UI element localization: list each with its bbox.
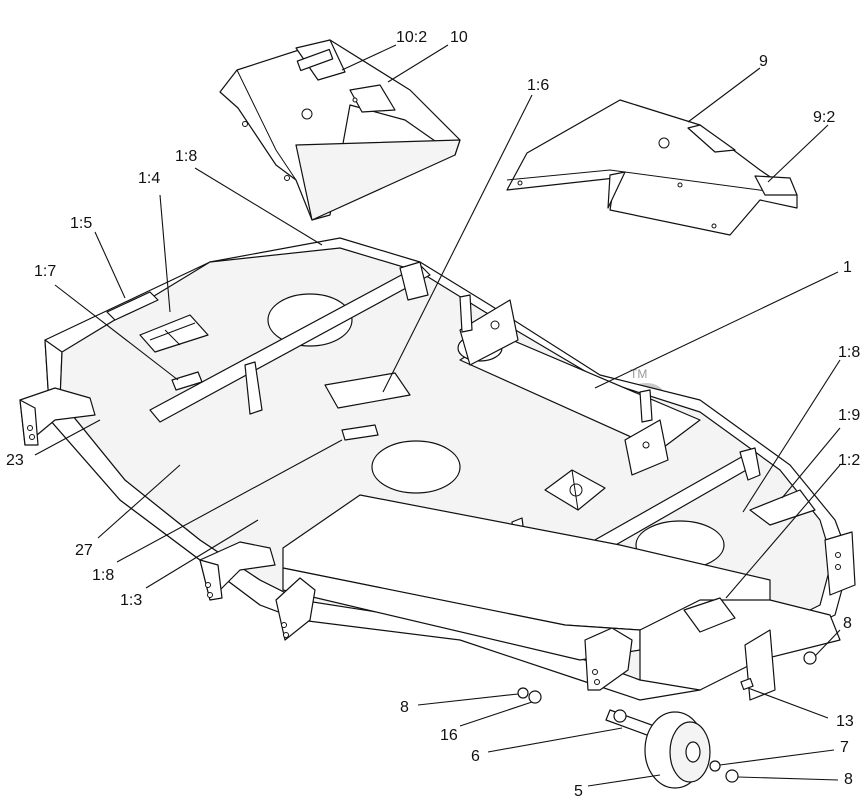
callout-1-8-left: 1:8	[92, 567, 114, 584]
callout-7: 7	[840, 739, 849, 756]
callout-1-4: 1:4	[138, 170, 160, 187]
callout-8-bottom: 8	[844, 771, 853, 788]
callout-1-8-right: 1:8	[838, 344, 860, 361]
deflector-plate-9	[506, 99, 798, 236]
callout-23: 23	[6, 452, 24, 469]
anti-scalp-bracket-front	[584, 627, 633, 691]
callout-16: 16	[440, 727, 458, 744]
nut-8	[517, 687, 529, 699]
callout-6: 6	[471, 748, 480, 765]
bolt-13	[740, 629, 817, 701]
washer-7	[709, 760, 721, 772]
callout-1-5: 1:5	[70, 215, 92, 232]
callout-9: 9	[759, 53, 768, 70]
side-bracket-right	[824, 531, 856, 596]
callout-labels: 10:2 10 1:6 9 9:2 1:8 1:4 1:5 1:7 1 1:8 …	[6, 29, 860, 800]
callout-13: 13	[836, 713, 854, 730]
callout-1-9: 1:9	[838, 407, 860, 424]
callout-1-2: 1:2	[838, 452, 860, 469]
callout-1-6: 1:6	[527, 77, 549, 94]
leader-lines	[34, 44, 841, 787]
callout-8-right: 8	[843, 615, 852, 632]
anti-scalp-brackets-left	[19, 387, 316, 641]
mower-deck	[44, 237, 851, 701]
wheel-assembly	[517, 687, 739, 789]
callout-1-7: 1:7	[34, 263, 56, 280]
callout-1-3: 1:3	[120, 592, 142, 609]
nut-8-bottom	[725, 769, 739, 783]
callout-8-mid: 8	[400, 699, 409, 716]
bushing-16	[528, 690, 542, 704]
decal-1-2	[683, 597, 736, 633]
decal-1-8-center	[341, 424, 379, 441]
callout-9-2: 9:2	[813, 109, 835, 126]
callout-27: 27	[75, 542, 93, 559]
decal-1-5	[106, 291, 159, 321]
deflector-plate-10	[219, 39, 461, 221]
watermark-trademark: TM	[630, 367, 647, 381]
callout-10: 10	[450, 29, 468, 46]
callout-5: 5	[574, 783, 583, 800]
callout-1: 1	[843, 259, 852, 276]
callout-1-8-top: 1:8	[175, 148, 197, 165]
callout-10-2: 10:2	[396, 29, 427, 46]
